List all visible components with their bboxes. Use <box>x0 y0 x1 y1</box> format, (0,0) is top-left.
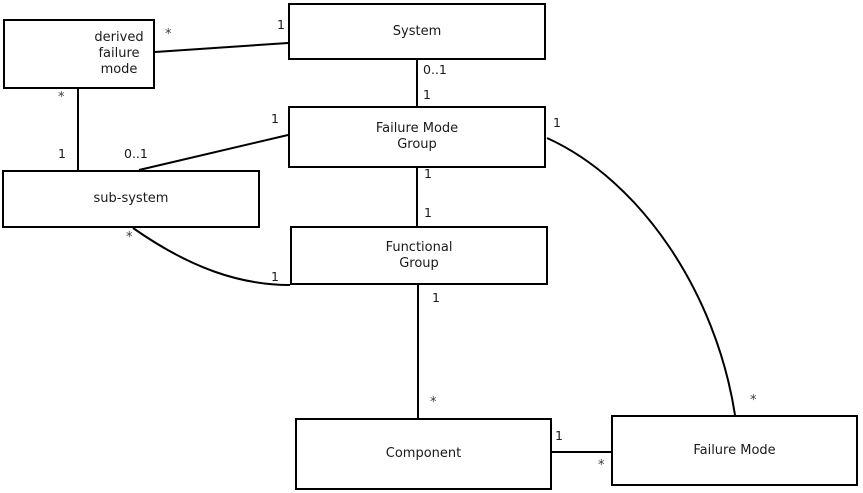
node-failure-mode-group[interactable]: Failure Mode Group <box>288 106 546 168</box>
multiplicity-mult-subsystem-dfm-one: 1 <box>58 146 66 161</box>
multiplicity-mult-subsystem-fg-star: * <box>126 230 133 245</box>
edge-sub-system--failure-mode-group <box>138 134 289 171</box>
node-label-system: System <box>392 23 442 39</box>
multiplicity-mult-subsystem-fmg-zero-one: 0..1 <box>124 146 148 161</box>
multiplicity-mult-fmg-subsystem-one: 1 <box>271 111 279 126</box>
node-label-component: Component <box>385 446 462 461</box>
node-label-failure-mode-group: Failure Mode Group <box>375 121 459 152</box>
node-label-failure-mode: Failure Mode <box>693 442 776 458</box>
multiplicity-mult-fmg-system-one: 1 <box>423 87 431 102</box>
edge-sub-system--functional-group <box>132 227 291 286</box>
node-system[interactable]: System <box>288 3 546 60</box>
multiplicity-mult-dfm-subsystem-star: * <box>58 90 65 105</box>
node-label-functional-group: Functional Group <box>385 239 453 271</box>
node-sub-system[interactable]: sub-system <box>2 170 260 228</box>
node-label-sub-system: sub-system <box>93 191 169 206</box>
multiplicity-mult-fg-component-one: 1 <box>432 290 440 305</box>
multiplicity-mult-component-fm-one: 1 <box>555 428 563 443</box>
node-functional-group[interactable]: Functional Group <box>290 226 548 285</box>
node-failure-mode[interactable]: Failure Mode <box>611 415 858 486</box>
node-label-derived-failure-mode: derived failure mode <box>94 30 144 77</box>
multiplicity-mult-fg-fmg-one: 1 <box>424 205 432 220</box>
node-component[interactable]: Component <box>295 418 552 490</box>
multiplicity-mult-system-dfm-one: 1 <box>277 17 285 32</box>
multiplicity-mult-component-fg-star: * <box>430 395 437 410</box>
edge-failure-mode-group--failure-mode <box>546 137 736 416</box>
multiplicity-mult-fmg-fg-one: 1 <box>424 166 432 181</box>
multiplicity-mult-fg-subsystem-one: 1 <box>271 269 279 284</box>
multiplicity-mult-system-fmg-zero-one: 0..1 <box>423 62 447 77</box>
multiplicity-mult-fmg-fm-one: 1 <box>553 115 561 130</box>
multiplicity-mult-dfm-system-star: * <box>165 27 172 42</box>
edge-derived-failure-mode--system <box>154 42 289 53</box>
node-derived-failure-mode[interactable]: derived failure mode <box>3 19 155 89</box>
multiplicity-mult-fm-fmg-star: * <box>750 393 757 408</box>
multiplicity-mult-fm-component-star: * <box>598 458 605 473</box>
